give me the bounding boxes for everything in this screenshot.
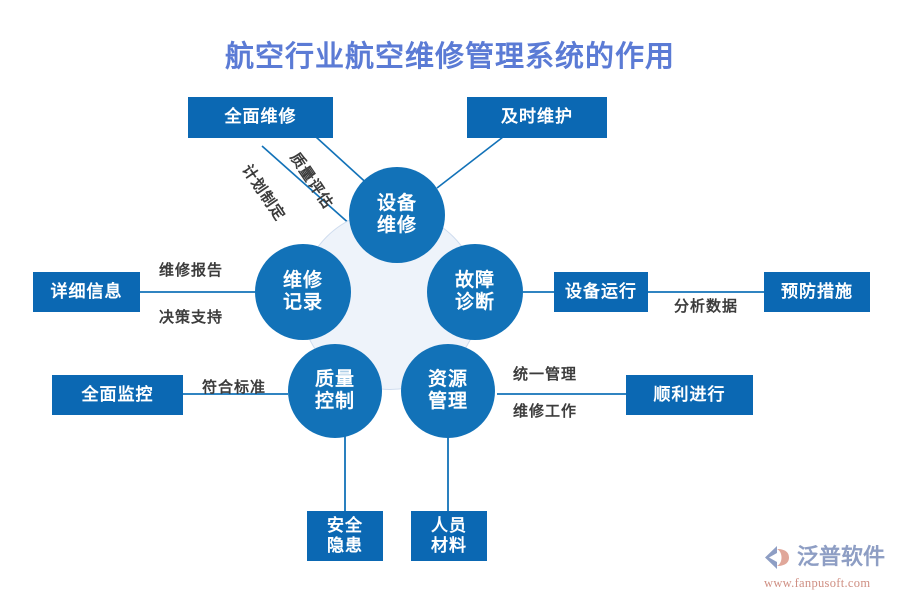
box-label-line1: 安全 bbox=[327, 515, 363, 535]
circle-label-line2: 维修 bbox=[376, 215, 417, 236]
circle-label-line2: 记录 bbox=[282, 292, 323, 313]
circle-fault-diagnosis[interactable]: 故障 诊断 bbox=[427, 244, 523, 340]
circle-maintenance-record[interactable]: 维修 记录 bbox=[255, 244, 351, 340]
circle-label-line2: 控制 bbox=[314, 391, 355, 412]
caption-maintenance-work: 维修工作 bbox=[513, 403, 578, 420]
box-label: 详细信息 bbox=[50, 281, 123, 301]
box-label-line2: 隐患 bbox=[327, 536, 363, 555]
circle-label-line1: 设备 bbox=[376, 192, 417, 214]
box-personnel-material[interactable]: 人员 材料 bbox=[411, 511, 487, 561]
box-label: 及时维护 bbox=[501, 107, 573, 127]
caption-analyze-data: 分析数据 bbox=[674, 298, 739, 315]
circle-label-line2: 管理 bbox=[427, 391, 468, 412]
box-equipment-operation[interactable]: 设备运行 bbox=[554, 272, 648, 312]
circle-label-line1: 质量 bbox=[314, 368, 355, 390]
circle-quality-control[interactable]: 质量 控制 bbox=[288, 344, 382, 438]
box-comprehensive-monitoring[interactable]: 全面监控 bbox=[52, 375, 183, 415]
box-safety-hazard[interactable]: 安全 隐患 bbox=[307, 511, 383, 561]
circle-label-line1: 维修 bbox=[282, 269, 323, 291]
caption-unified-management: 统一管理 bbox=[513, 366, 578, 383]
box-label-line1: 人员 bbox=[431, 515, 467, 535]
circle-label-line1: 故障 bbox=[454, 269, 495, 291]
box-timely-maintenance[interactable]: 及时维护 bbox=[467, 97, 607, 138]
page-title: 航空行业航空维修管理系统的作用 bbox=[224, 41, 675, 73]
box-label: 预防措施 bbox=[781, 281, 853, 301]
box-smooth-progress[interactable]: 顺利进行 bbox=[626, 375, 753, 415]
box-label: 顺利进行 bbox=[653, 384, 726, 404]
box-label: 全面监控 bbox=[81, 384, 154, 404]
circle-label-line1: 资源 bbox=[427, 368, 468, 390]
caption-meet-standards: 符合标准 bbox=[202, 379, 267, 396]
circle-resource-management[interactable]: 资源 管理 bbox=[401, 344, 495, 438]
logo-url: www.fanpusoft.com bbox=[764, 576, 871, 590]
box-label-line2: 材料 bbox=[431, 536, 467, 555]
logo-name: 泛普软件 bbox=[797, 544, 886, 569]
box-detailed-information[interactable]: 详细信息 bbox=[33, 272, 140, 312]
circle-label-line2: 诊断 bbox=[454, 292, 495, 313]
box-label: 设备运行 bbox=[565, 281, 637, 301]
box-label: 全面维修 bbox=[224, 107, 297, 127]
caption-decision-support: 决策支持 bbox=[159, 309, 224, 326]
box-preventive-measures[interactable]: 预防措施 bbox=[764, 272, 870, 312]
logo-mark-icon bbox=[762, 542, 793, 573]
caption-maintenance-report: 维修报告 bbox=[159, 262, 224, 279]
circle-equipment-maintenance[interactable]: 设备 维修 bbox=[349, 167, 445, 263]
box-comprehensive-maintenance[interactable]: 全面维修 bbox=[188, 97, 333, 138]
brand-logo: 泛普软件 www.fanpusoft.com bbox=[762, 540, 892, 594]
